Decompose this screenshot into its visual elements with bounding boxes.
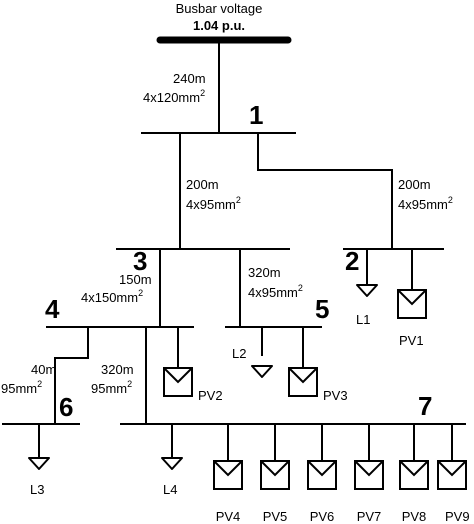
cable-4-length: 150m: [119, 272, 152, 287]
cable-7-length: 320m: [101, 362, 134, 377]
cable-5-section: 4x95mm2: [248, 283, 303, 300]
node-7-label: 7: [418, 391, 432, 421]
cable-3-length: 200m: [398, 177, 431, 192]
pv9-label: PV9: [445, 509, 470, 524]
pv3-label: PV3: [323, 388, 348, 403]
node-2-label: 2: [345, 246, 359, 276]
load-l3-label: L3: [30, 482, 44, 497]
node-4-label: 4: [45, 294, 60, 324]
pv5-label: PV5: [263, 509, 288, 524]
load-l3-icon: [28, 457, 50, 470]
load-l1-icon: [356, 284, 378, 297]
cable-3-section: 4x95mm2: [398, 195, 453, 212]
node-5-label: 5: [315, 294, 329, 324]
load-l2-label: L2: [232, 346, 246, 361]
pv2-icon: [163, 367, 193, 397]
cable-1-length: 240m: [173, 71, 206, 86]
pv6-label: PV6: [310, 509, 335, 524]
pv8-icon: [399, 460, 429, 490]
load-l2-icon: [251, 365, 273, 378]
node-6-label: 6: [59, 392, 73, 422]
pv2-label: PV2: [198, 388, 223, 403]
source-voltage: 1.04 p.u.: [193, 18, 245, 33]
pv4-icon: [213, 460, 243, 490]
cable-4-section: 4x150mm2: [81, 288, 143, 305]
cable-6-length: 40m: [31, 362, 56, 377]
feeder-1-2: [257, 133, 393, 249]
pv8-label: PV8: [402, 509, 427, 524]
pv7-label: PV7: [357, 509, 382, 524]
load-l1-label: L1: [356, 312, 370, 327]
pv5-icon: [260, 460, 290, 490]
pv9-icon: [437, 460, 467, 490]
cable-2-length: 200m: [186, 177, 219, 192]
load-l4-icon: [161, 457, 183, 470]
cable-6-section: 95mm2: [1, 379, 42, 396]
load-l4-label: L4: [163, 482, 177, 497]
feeder-4-6: [54, 327, 89, 424]
pv1-label: PV1: [399, 333, 424, 348]
cable-7-section: 95mm2: [91, 379, 132, 396]
cable-5-length: 320m: [248, 265, 281, 280]
cable-1-section: 4x120mm2: [143, 88, 205, 105]
pv6-icon: [307, 460, 337, 490]
cable-2-section: 4x95mm2: [186, 195, 241, 212]
node-1-label: 1: [249, 100, 263, 130]
node-3-label: 3: [133, 246, 147, 276]
source-title: Busbar voltage: [176, 1, 263, 16]
pv4-label: PV4: [216, 509, 241, 524]
pv7-icon: [354, 460, 384, 490]
pv3-icon: [288, 367, 318, 397]
pv1-icon: [397, 289, 427, 319]
